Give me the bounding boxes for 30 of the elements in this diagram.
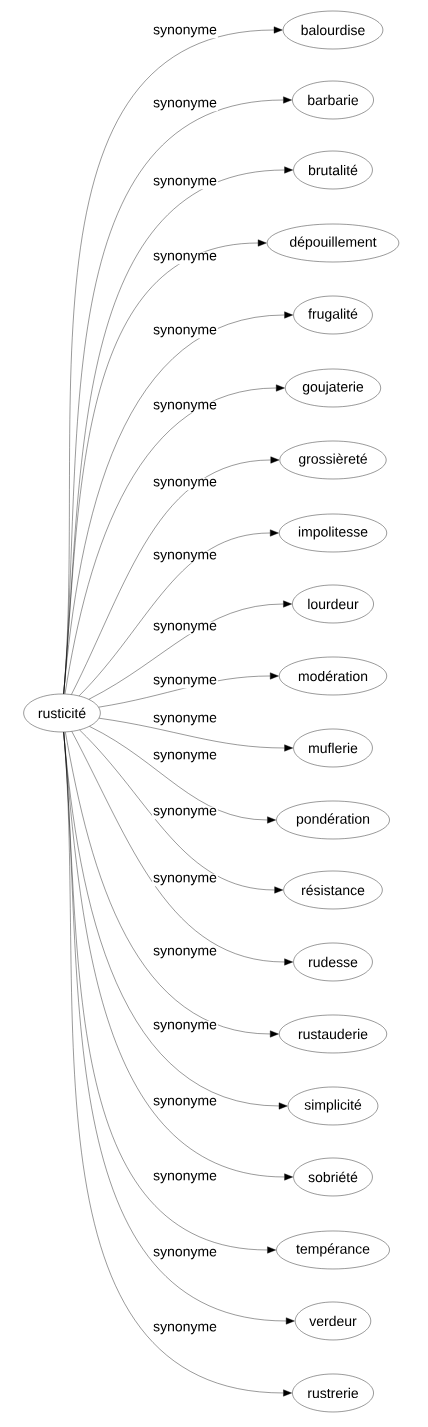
edge-label: synonyme	[152, 873, 218, 887]
arrow	[64, 384, 285, 695]
edge-label: synonyme	[152, 477, 218, 491]
edge-label: synonyme	[152, 1020, 218, 1034]
edge-label: synonyme	[152, 713, 218, 727]
edge-label: synonyme	[152, 400, 218, 414]
edge-label: synonyme	[152, 806, 218, 820]
arrow	[98, 718, 293, 752]
arrow	[71, 731, 293, 966]
edge-label: synonyme	[152, 946, 218, 960]
edge-label: synonyme	[152, 251, 218, 265]
edge-label: synonyme	[152, 675, 218, 689]
arrow	[89, 726, 276, 824]
arrow	[71, 456, 280, 695]
arrow	[65, 731, 279, 1038]
edge-label: synonyme	[152, 1247, 218, 1261]
edge-label: synonyme	[152, 1171, 218, 1185]
edge-label: synonyme	[152, 550, 218, 564]
edge-label: synonyme	[152, 325, 218, 339]
edge-label: synonyme	[152, 750, 218, 764]
edge-label: synonyme	[152, 621, 218, 635]
arrow	[79, 529, 279, 696]
arrow	[88, 600, 292, 700]
edge-label: synonyme	[152, 25, 218, 39]
edge-label: synonyme	[152, 176, 218, 190]
edge-label: synonyme	[152, 98, 218, 112]
edge-label: synonyme	[152, 1096, 218, 1110]
arrow	[63, 311, 293, 694]
arrow	[79, 729, 284, 894]
edge-label: synonyme	[152, 1322, 218, 1336]
